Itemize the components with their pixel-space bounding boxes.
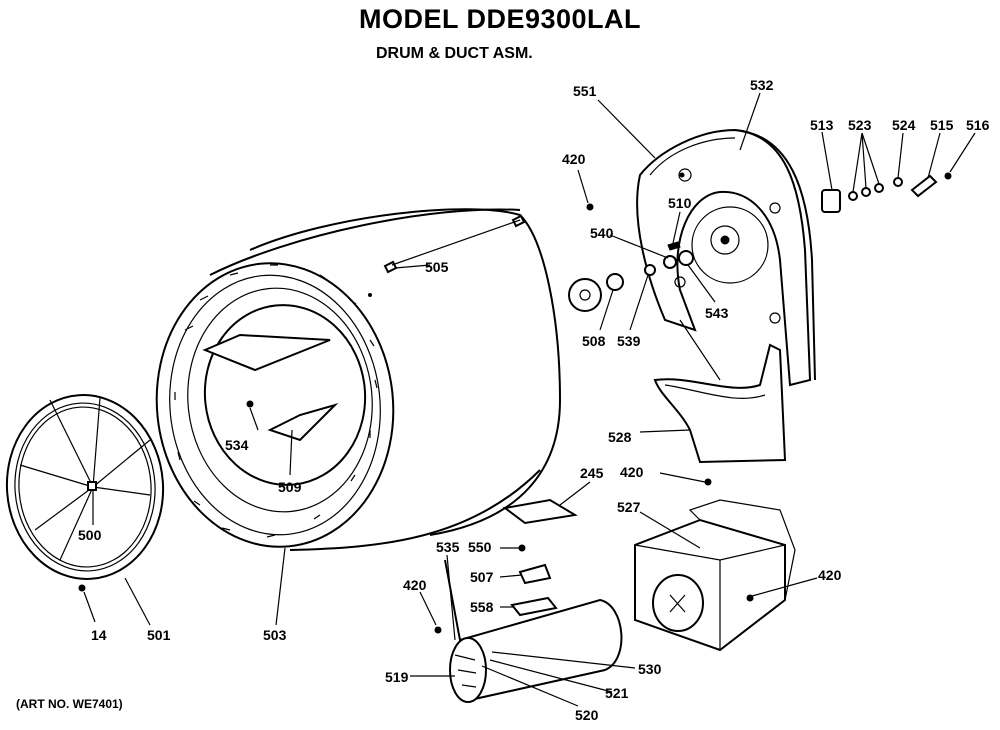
label-420-top: 420 xyxy=(562,151,586,167)
diagram-subtitle: DRUM & DUCT ASM. xyxy=(376,45,533,62)
label-540: 540 xyxy=(590,225,614,241)
label-513: 513 xyxy=(810,117,834,133)
label-527: 527 xyxy=(617,499,641,515)
label-535: 535 xyxy=(436,539,460,555)
leader-lines xyxy=(83,92,976,707)
label-551: 551 xyxy=(573,83,597,99)
label-507: 507 xyxy=(470,569,494,585)
small-hardware xyxy=(434,172,952,641)
label-558: 558 xyxy=(470,599,494,615)
label-503: 503 xyxy=(263,627,287,643)
label-530: 530 xyxy=(638,661,662,677)
art-number: (ART NO. WE7401) xyxy=(16,697,123,711)
label-521: 521 xyxy=(605,685,629,701)
diagram-title: MODEL DDE9300LAL xyxy=(358,4,642,34)
label-420-mid: 420 xyxy=(620,464,644,480)
label-516: 516 xyxy=(966,117,990,133)
label-528: 528 xyxy=(608,429,632,445)
label-524: 524 xyxy=(892,117,916,133)
part-labels: 551 532 513 523 524 515 516 420 510 540 … xyxy=(78,77,990,723)
duct-528 xyxy=(653,319,787,464)
rear-bulkhead-551 xyxy=(636,128,816,387)
label-534: 534 xyxy=(225,437,249,453)
label-539: 539 xyxy=(617,333,641,349)
label-515: 515 xyxy=(930,117,954,133)
label-500: 500 xyxy=(78,527,102,543)
label-420-right: 420 xyxy=(818,567,842,583)
label-523: 523 xyxy=(848,117,872,133)
label-501: 501 xyxy=(147,627,171,643)
label-505: 505 xyxy=(425,259,449,275)
heater-519 xyxy=(449,598,623,703)
label-245: 245 xyxy=(580,465,604,481)
label-519: 519 xyxy=(385,669,409,685)
label-420-bottom: 420 xyxy=(403,577,427,593)
bracket-245 xyxy=(502,498,578,525)
duct-box-527 xyxy=(634,499,796,652)
drum-503 xyxy=(155,208,562,551)
label-508: 508 xyxy=(582,333,606,349)
label-550: 550 xyxy=(468,539,492,555)
label-510: 510 xyxy=(668,195,692,211)
label-509: 509 xyxy=(278,479,302,495)
label-532: 532 xyxy=(750,77,774,93)
front-ring-501 xyxy=(5,394,165,592)
label-543: 543 xyxy=(705,305,729,321)
label-520: 520 xyxy=(575,707,599,723)
label-14: 14 xyxy=(91,627,107,643)
